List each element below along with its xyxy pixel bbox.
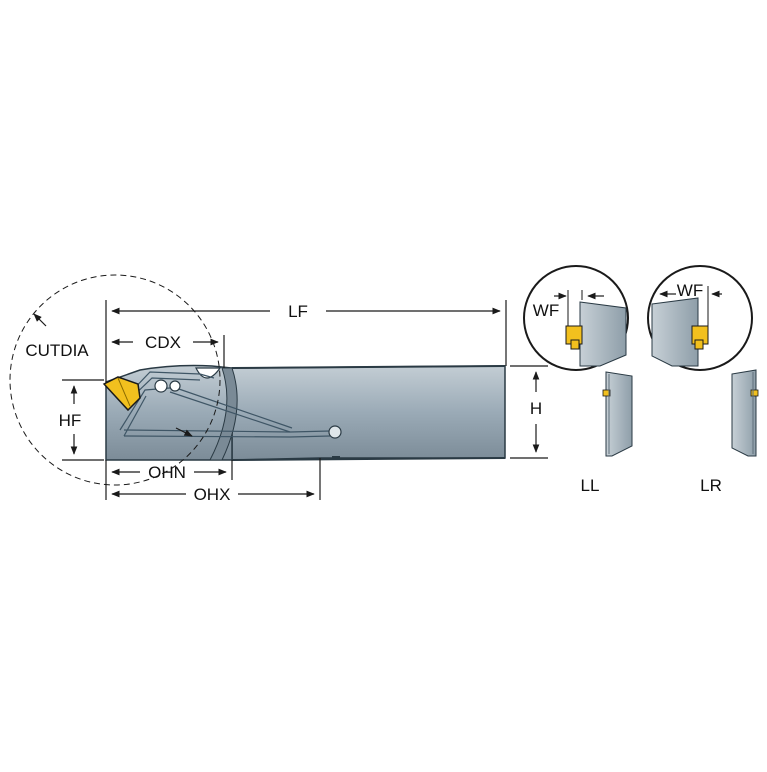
ohx-label: OHX (194, 485, 231, 504)
wf-left-label: WF (533, 301, 559, 320)
pocket-notch (195, 367, 222, 379)
h-label: H (530, 399, 542, 418)
screw-hole-1 (154, 379, 168, 393)
coolant-outlet (328, 425, 342, 439)
wf-right-label: WF (677, 281, 703, 300)
ohn-label: OHN (148, 463, 186, 482)
ll-label: LL (581, 476, 600, 495)
insert-edge (117, 377, 131, 407)
side-view-ll (602, 371, 633, 457)
shank-bottom-mark (332, 456, 340, 460)
dimensions (33, 300, 548, 500)
ll-detail-body (579, 301, 627, 367)
lr-label: LR (700, 476, 722, 495)
cdx-label: CDX (145, 333, 181, 352)
detail-circle-lr (647, 265, 753, 371)
coolant-channels (119, 371, 331, 438)
hf-label: HF (59, 411, 82, 430)
shank-body (231, 365, 506, 461)
side-view-lr (731, 369, 759, 457)
lr-detail-body (651, 297, 699, 367)
shank-bottom-edge (231, 457, 506, 461)
shank-top-edge (231, 365, 506, 369)
lf-label: LF (288, 302, 308, 321)
tool-holder (102, 364, 506, 461)
cutting-insert (102, 376, 141, 412)
cutdia-circle (9, 274, 221, 486)
cutdia-label: CUTDIA (25, 341, 89, 360)
screw-hole-2 (169, 380, 181, 392)
detail-circle-ll (523, 265, 629, 371)
